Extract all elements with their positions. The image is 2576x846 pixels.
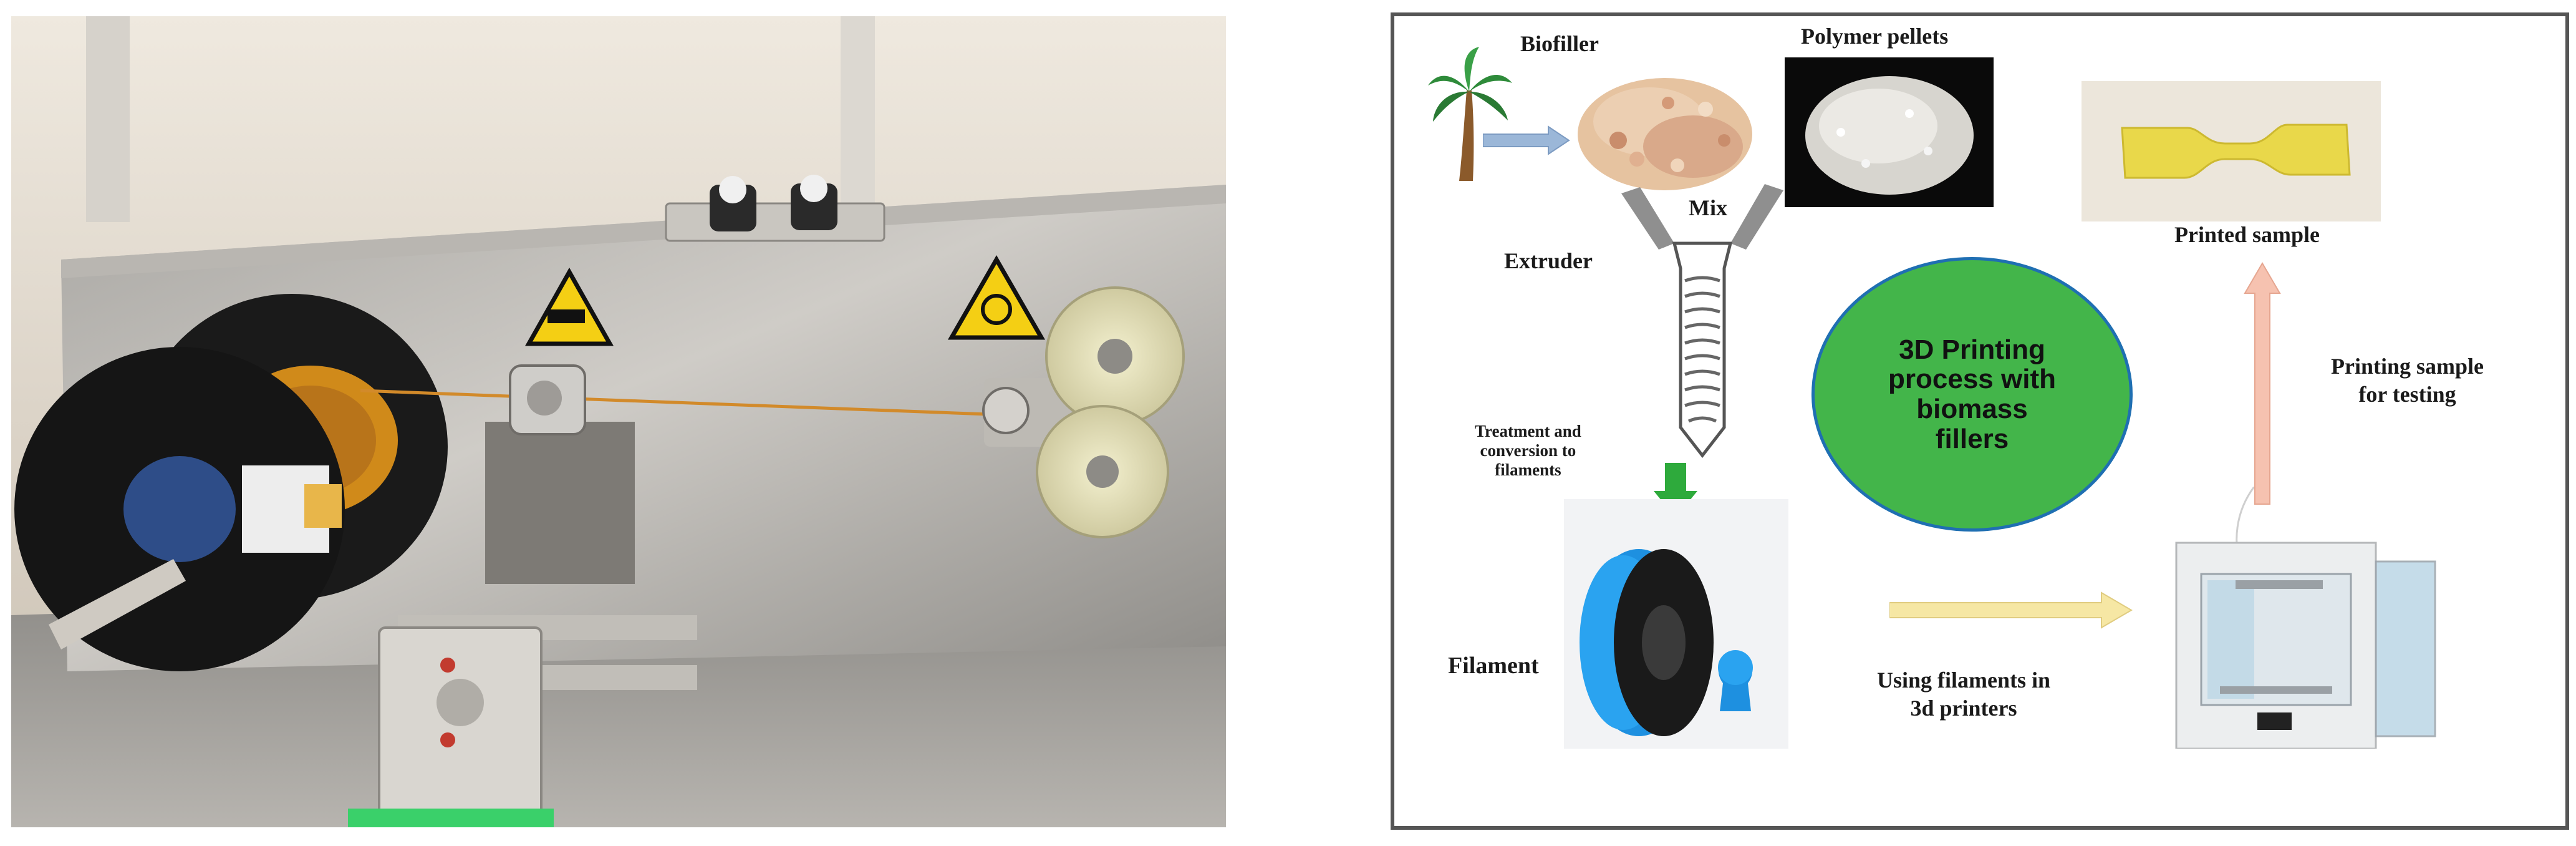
extruder-illustration xyxy=(1621,184,1783,459)
printed-sample-image xyxy=(2082,81,2381,221)
biofiller-label: Biofiller xyxy=(1520,31,1599,56)
arrow-to-biofiller xyxy=(1483,125,1570,155)
mix-label: Mix xyxy=(1689,195,1727,220)
process-title-text: 3D Printing process with biomass fillers xyxy=(1888,334,2056,454)
filament-label: Filament xyxy=(1448,653,1539,679)
printing-sample-label: Printing sample for testing xyxy=(2331,354,2484,407)
3d-printer-image xyxy=(2175,487,2436,749)
treatment-label: Treatment and conversion to filaments xyxy=(1475,422,1581,480)
filament-winder-illustration xyxy=(11,16,1226,827)
polymer-pellets-label: Polymer pellets xyxy=(1801,24,1949,49)
extruder-label: Extruder xyxy=(1504,248,1593,273)
using-filaments-label: Using filaments in 3d printers xyxy=(1877,668,2051,721)
process-title-ellipse: 3D Printing process with biomass fillers xyxy=(1811,257,2133,532)
filament-winder-photo xyxy=(11,16,1226,827)
filament-spool-image xyxy=(1564,499,1788,749)
arrow-to-printer xyxy=(1889,591,2133,629)
arrow-to-printed-sample xyxy=(2244,262,2281,505)
polymer-pellets-image xyxy=(1785,57,1994,207)
palm-tree-icon xyxy=(1428,47,1512,181)
printed-sample-label: Printed sample xyxy=(2174,222,2320,247)
biofiller-image xyxy=(1578,78,1752,190)
